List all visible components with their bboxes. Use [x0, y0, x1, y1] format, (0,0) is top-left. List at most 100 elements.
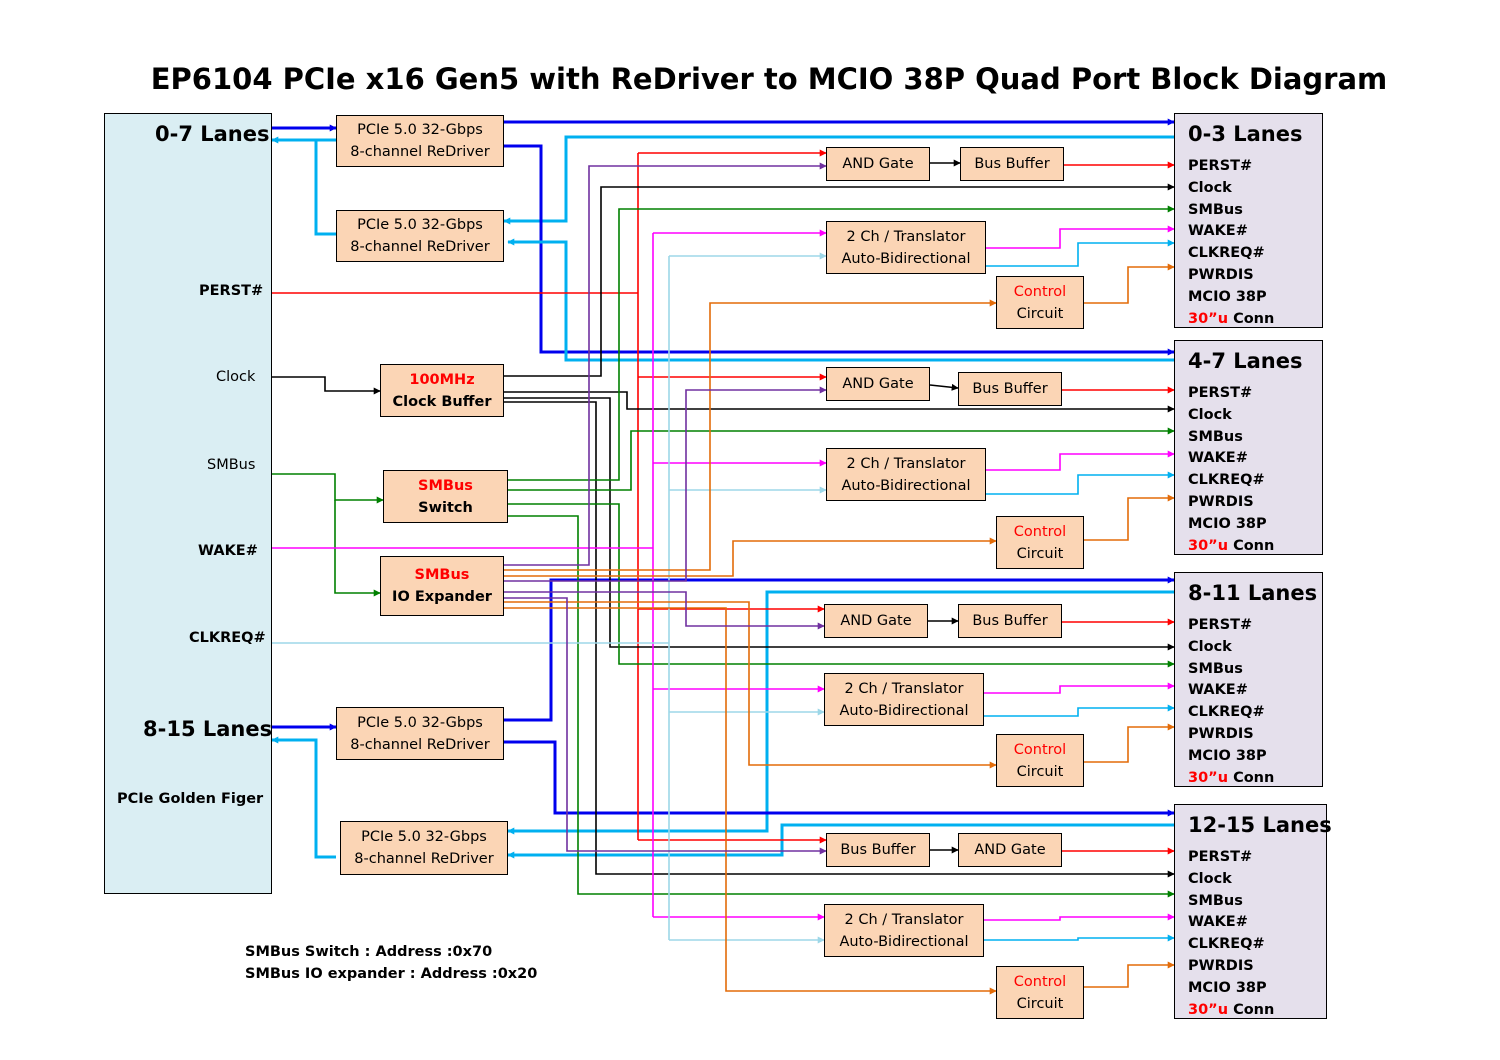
conn-text: Conn [1228, 537, 1275, 554]
golden-finger-footer: PCIe Golden Figer [117, 791, 264, 807]
control-line1: Control [1013, 523, 1067, 540]
smbus-switch-line1: SMBus [418, 477, 473, 494]
pwrdis-ctrl-3 [504, 601, 997, 769]
connector-title: 0-3 Lanes [1188, 122, 1303, 146]
and-gate-label: AND Gate [842, 156, 914, 172]
golden-clkreq-label: CLKREQ# [189, 630, 266, 646]
translator-line2: Auto-Bidirectional [841, 250, 971, 267]
pin-mcio: MCIO 38P [1188, 747, 1267, 764]
control-line2: Circuit [1016, 305, 1064, 322]
pin-mcio: MCIO 38P [1188, 288, 1267, 305]
mcio-connector-0-3: 0-3 Lanes PERST# Clock SMBus WAKE# CLKRE… [1174, 113, 1323, 328]
pwrdis-out [1084, 494, 1175, 541]
pin-wake: WAKE# [1188, 914, 1248, 931]
clkreq-out [984, 704, 1175, 717]
mcio-connector-4-7: 4-7 Lanes PERST# Clock SMBus WAKE# CLKRE… [1174, 340, 1323, 555]
redriver-line1: PCIe 5.0 32-Gbps [357, 714, 483, 731]
smbus-8-11 [508, 503, 1175, 668]
control-circuit-3: Control Circuit [996, 734, 1084, 787]
bus-buffer-3: Bus Buffer [958, 604, 1062, 638]
translator-line2: Auto-Bidirectional [841, 477, 971, 494]
control-circuit-2: Control Circuit [996, 516, 1084, 569]
pin-mcio: MCIO 38P [1188, 515, 1267, 532]
translator-3: 2 Ch / Translator Auto-Bidirectional [824, 673, 984, 726]
redriver-line1: PCIe 5.0 32-Gbps [357, 217, 483, 233]
io-to-and1 [504, 162, 827, 566]
pin-perst: PERST# [1188, 849, 1253, 865]
clock-buffer: 100MHz Clock Buffer [380, 364, 504, 417]
pin-clkreq: CLKREQ# [1188, 936, 1265, 953]
lane-redriver4-to-finger [271, 736, 336, 859]
connector-pin-list: PERST# Clock SMBus WAKE# CLKREQ# PWRDIS … [1188, 383, 1274, 557]
translator-line1: 2 Ch / Translator [846, 228, 966, 245]
clock-4-7 [504, 391, 1175, 413]
translator-line2: Auto-Bidirectional [839, 933, 969, 950]
and-gate-4: AND Gate [958, 833, 1062, 867]
pin-conn: 30”u Conn [1188, 1000, 1274, 1022]
conn-text: Conn [1228, 769, 1275, 786]
clock-12-15 [504, 401, 1175, 878]
connector-pin-list: PERST# Clock SMBus WAKE# CLKREQ# PWRDIS … [1188, 615, 1274, 789]
io-expander-line2: IO Expander [392, 589, 492, 605]
pin-clkreq: CLKREQ# [1188, 245, 1265, 262]
clkreq-out [984, 934, 1175, 942]
translator-line1: 2 Ch / Translator [844, 911, 964, 928]
smbus-0-3 [508, 205, 1175, 481]
conn-plating: 30”u [1188, 537, 1229, 554]
pwrdis-out [1084, 961, 1175, 988]
wake-out [984, 682, 1175, 694]
wake-out [986, 450, 1175, 471]
lane-8-11-tx [504, 576, 1175, 722]
connector-title: 8-11 Lanes [1188, 581, 1318, 605]
redriver-line2: 8-channel ReDriver [350, 144, 490, 160]
conn-text: Conn [1228, 1001, 1275, 1018]
control-line1: Control [1013, 973, 1067, 990]
golden-smbus-label: SMBus [207, 457, 256, 473]
clock-8-11 [504, 397, 1175, 651]
control-line1: Control [1013, 741, 1067, 758]
pin-perst: PERST# [1188, 617, 1253, 633]
lane-4-7-rx [507, 238, 1174, 362]
clock-0-3 [504, 183, 1175, 377]
golden-wake-label: WAKE# [198, 543, 258, 559]
clkreq-out [986, 239, 1175, 267]
redriver-line2: 8-channel ReDriver [350, 239, 490, 255]
golden-perst-label: PERST# [199, 283, 264, 299]
connector-pin-list: PERST# Clock SMBus WAKE# CLKREQ# PWRDIS … [1188, 847, 1274, 1021]
redriver-line1: PCIe 5.0 32-Gbps [361, 829, 487, 845]
control-line2: Circuit [1016, 995, 1064, 1012]
and-gate-1: AND Gate [826, 147, 930, 181]
io-to-and2 [504, 386, 827, 582]
golden-lanes-bottom-label: 8-15 Lanes [143, 717, 273, 741]
bus-buffer-label: Bus Buffer [974, 156, 1050, 172]
redriver-line1: PCIe 5.0 32-Gbps [357, 122, 483, 138]
pin-perst: PERST# [1188, 385, 1253, 401]
redriver-1: PCIe 5.0 32-Gbps 8-channel ReDriver [336, 115, 504, 167]
pin-clock: Clock [1188, 406, 1232, 423]
mcio-connector-8-11: 8-11 Lanes PERST# Clock SMBus WAKE# CLKR… [1174, 572, 1323, 787]
translator-line1: 2 Ch / Translator [846, 455, 966, 472]
pin-wake: WAKE# [1188, 682, 1248, 699]
lane-redriver2-return [314, 140, 336, 236]
translator-1: 2 Ch / Translator Auto-Bidirectional [826, 221, 986, 274]
bus-buffer-4: Bus Buffer [826, 833, 930, 867]
pin-clkreq: CLKREQ# [1188, 472, 1265, 489]
pin-perst: PERST# [1188, 158, 1253, 174]
control-circuit-1: Control Circuit [996, 276, 1084, 329]
conn-text: Conn [1228, 310, 1275, 327]
smbus-12-15 [508, 515, 1175, 898]
io-expander-address-note: SMBus IO expander : Address :0x20 [245, 966, 538, 982]
smbus-4-7 [508, 427, 1175, 491]
pin-smbus: SMBus [1188, 201, 1243, 218]
pin-clkreq: CLKREQ# [1188, 704, 1265, 721]
pin-pwrdis: PWRDIS [1188, 725, 1254, 742]
bus-buffer-2: Bus Buffer [958, 372, 1062, 406]
io-to-bb4 [504, 597, 827, 855]
clock-buffer-label: Clock Buffer [392, 393, 492, 410]
smbus-switch: SMBus Switch [383, 470, 508, 523]
smbus-to-switch [272, 473, 384, 504]
pwrdis-ctrl-4 [504, 607, 997, 995]
smbus-io-expander: SMBus IO Expander [380, 556, 504, 616]
redriver-4: PCIe 5.0 32-Gbps 8-channel ReDriver [340, 821, 508, 875]
connector-title: 4-7 Lanes [1188, 349, 1303, 373]
